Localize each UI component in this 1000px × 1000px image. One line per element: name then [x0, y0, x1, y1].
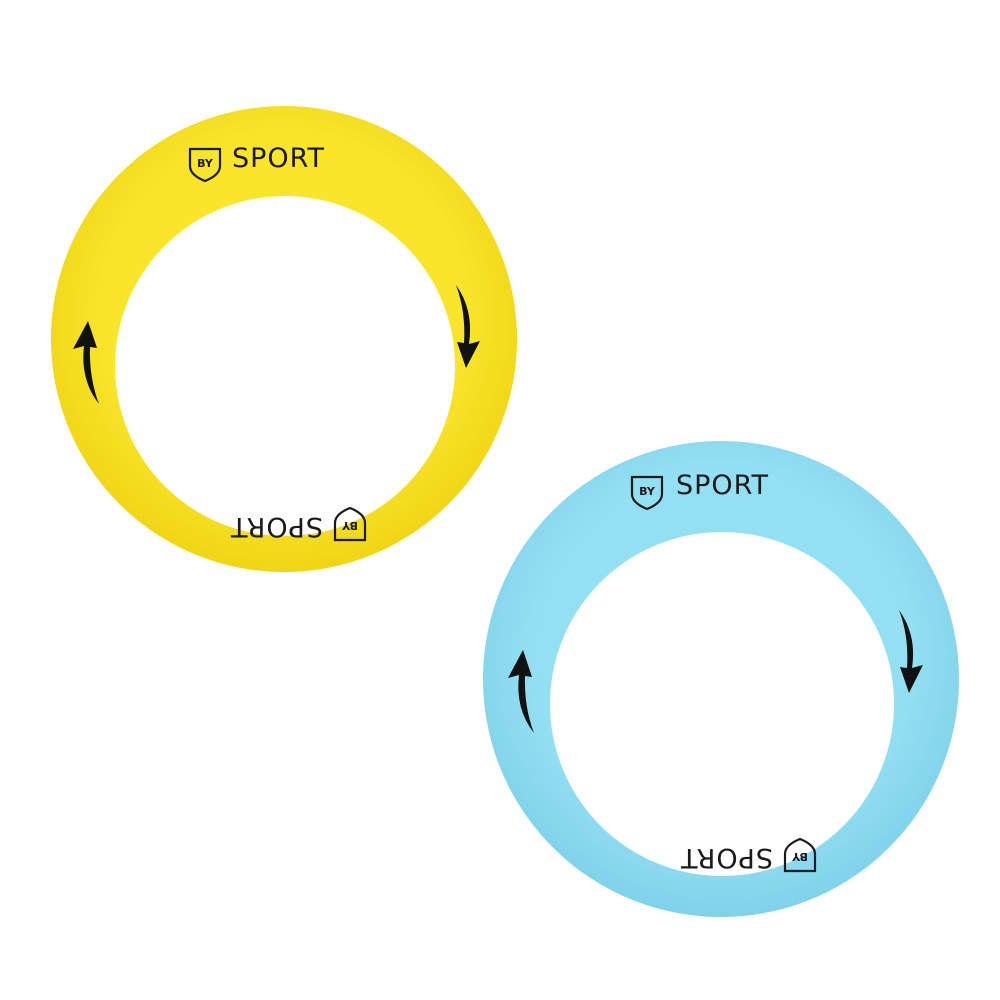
yellow-top-label: SPORT [232, 143, 325, 174]
blue-top-logo: BY [630, 475, 664, 511]
blue-ring-body [482, 441, 959, 917]
curved-arrow-up-icon [508, 650, 534, 733]
brand-shield-icon [783, 837, 817, 873]
blue-bottom-label: SPORT [680, 842, 773, 873]
yellow-bottom-label: SPORT [230, 511, 323, 542]
brand-shield-icon [188, 147, 222, 183]
yellow-bottom-logo: BY [333, 506, 367, 542]
curved-arrow-up-icon [73, 321, 99, 404]
brand-shield-icon [333, 506, 367, 542]
curved-arrow-down-icon [899, 610, 923, 693]
brand-logo-mark: BY [791, 850, 808, 863]
brand-logo-mark: BY [197, 157, 214, 170]
brand-logo-mark: BY [341, 519, 358, 532]
yellow-ring: BY SPORT BY SPORT [50, 106, 517, 572]
blue-ring: BY SPORT BY SPORT [482, 441, 959, 917]
blue-bottom-logo: BY [783, 837, 817, 873]
yellow-top-logo: BY [188, 147, 222, 183]
brand-logo-mark: BY [639, 485, 656, 498]
blue-top-label: SPORT [676, 470, 769, 501]
yellow-ring-body [50, 106, 517, 572]
curved-arrow-down-icon [456, 285, 480, 368]
brand-shield-icon [630, 475, 664, 511]
